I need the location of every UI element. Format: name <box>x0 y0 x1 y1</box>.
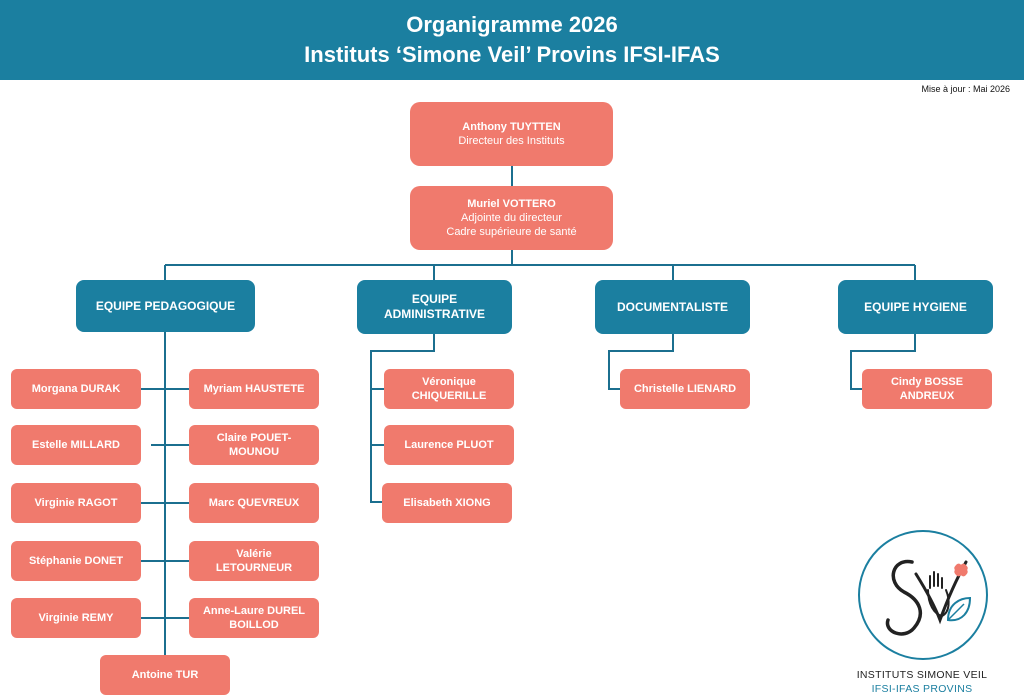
deputy-box: Muriel VOTTERO Adjointe du directeur Cad… <box>410 186 613 250</box>
header-banner: Organigramme 2026 Instituts ‘Simone Veil… <box>0 0 1024 80</box>
person-box: Anne-Laure DUREL BOILLOD <box>189 598 319 638</box>
team-hygiene: EQUIPE HYGIENE <box>838 280 993 334</box>
logo-emblem-icon <box>858 530 988 660</box>
director-role: Directeur des Instituts <box>458 135 565 147</box>
person-box: Virginie REMY <box>11 598 141 638</box>
deputy-role-1: Adjointe du directeur <box>461 212 562 224</box>
person-box: Elisabeth XIONG <box>382 483 512 523</box>
person-box: Laurence PLUOT <box>384 425 514 465</box>
person-box: Valérie LETOURNEUR <box>189 541 319 581</box>
institute-logo: INSTITUTS SIMONE VEIL IFSI-IFAS PROVINS <box>852 528 992 696</box>
person-box: Christelle LIENARD <box>620 369 750 409</box>
person-box: Morgana DURAK <box>11 369 141 409</box>
director-name: Anthony TUYTTEN <box>462 121 561 133</box>
person-box: Claire POUET-MOUNOU <box>189 425 319 465</box>
person-box: Stéphanie DONET <box>11 541 141 581</box>
team-documentaliste: DOCUMENTALISTE <box>595 280 750 334</box>
deputy-role-2: Cadre supérieure de santé <box>446 226 577 238</box>
connector-hygiene <box>850 334 916 390</box>
person-box: Virginie RAGOT <box>11 483 141 523</box>
person-box: Estelle MILLARD <box>11 425 141 465</box>
team-pedagogique: EQUIPE PEDAGOGIQUE <box>76 280 255 332</box>
person-box: Marc QUEVREUX <box>189 483 319 523</box>
person-box: Antoine TUR <box>100 655 230 695</box>
update-note: Mise à jour : Mai 2026 <box>921 84 1010 94</box>
logo-text-line1: INSTITUTS SIMONE VEIL <box>856 669 988 681</box>
team-administrative: EQUIPE ADMINISTRATIVE <box>357 280 512 334</box>
page-title: Organigramme 2026 <box>406 12 618 37</box>
deputy-name: Muriel VOTTERO <box>467 198 556 210</box>
page-subtitle: Instituts ‘Simone Veil’ Provins IFSI-IFA… <box>304 42 720 67</box>
connector-administrative-trunk <box>370 334 435 503</box>
person-box: Cindy BOSSE ANDREUX <box>862 369 992 409</box>
logo-text-line2: IFSI-IFAS PROVINS <box>871 683 973 695</box>
person-box: Véronique CHIQUERILLE <box>384 369 514 409</box>
director-box: Anthony TUYTTEN Directeur des Instituts <box>410 102 613 166</box>
connector-documentaliste <box>608 334 674 390</box>
person-box: Myriam HAUSTETE <box>189 369 319 409</box>
